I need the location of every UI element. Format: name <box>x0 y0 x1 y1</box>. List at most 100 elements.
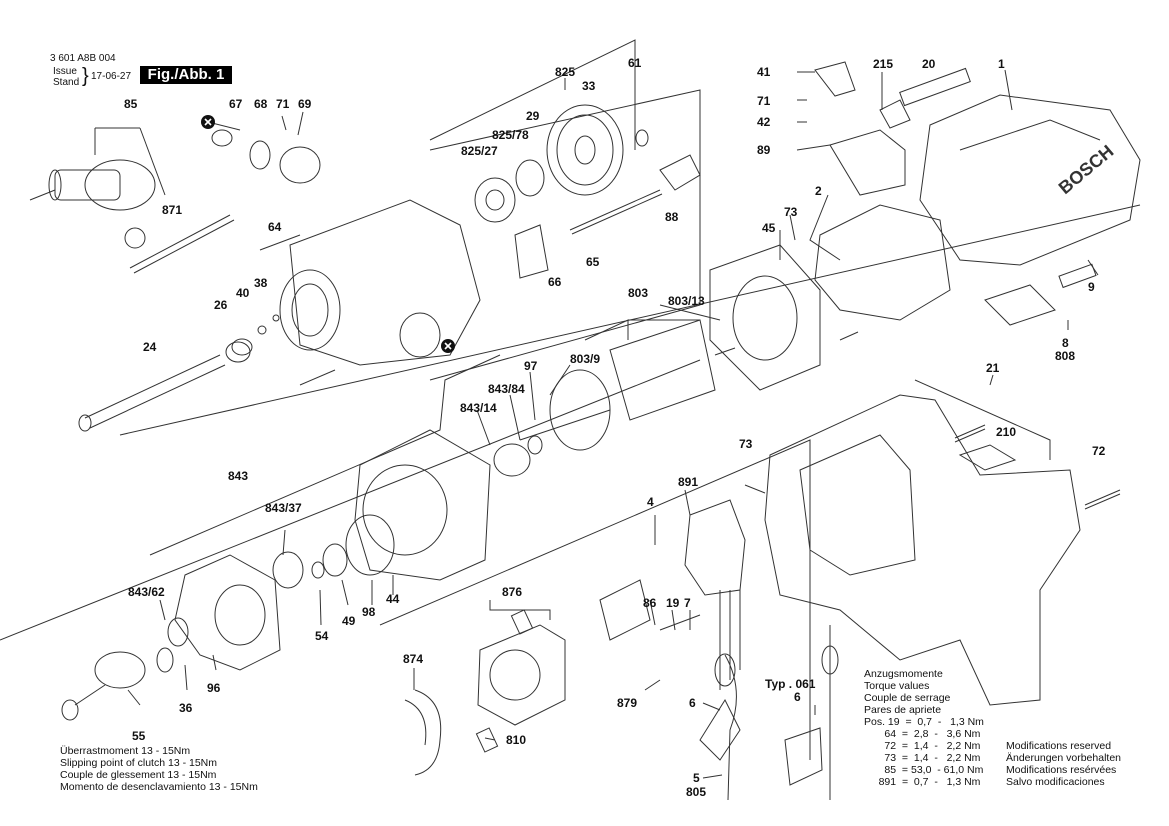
part-label[interactable]: 5 <box>693 771 700 785</box>
part-label[interactable]: 40 <box>236 286 250 300</box>
part-label[interactable]: 73 <box>784 205 798 219</box>
modifications-line: Modifications resérvées <box>1006 764 1117 776</box>
part-label[interactable]: 85 <box>124 97 138 111</box>
part-label[interactable]: 825/78 <box>492 128 529 142</box>
part-label[interactable]: 8 <box>1062 336 1069 350</box>
handle-housing-drawing <box>764 394 1081 706</box>
torque-row: 891 = 0,7 - 1,3 Nm <box>864 776 981 788</box>
part-label[interactable]: 210 <box>996 425 1017 439</box>
power-cord-drawing <box>699 653 741 801</box>
part-label[interactable]: 64 <box>268 220 282 234</box>
part-label[interactable]: 891 <box>678 475 699 489</box>
section-divider <box>0 359 701 641</box>
part-label[interactable]: 874 <box>403 652 424 666</box>
part-label[interactable]: 36 <box>179 701 193 715</box>
part-label[interactable]: 67 <box>229 97 243 111</box>
clutch-note-fr: Couple de glessement 13 - 15Nm <box>60 769 217 781</box>
part-label[interactable]: 66 <box>548 275 562 289</box>
part-label[interactable]: 843/84 <box>488 382 525 396</box>
armature-drawing <box>519 319 736 451</box>
part-label[interactable]: 843/62 <box>128 585 165 599</box>
part-label[interactable]: 7 <box>684 596 691 610</box>
part-label[interactable]: 843/14 <box>460 401 497 415</box>
part-label[interactable]: 805 <box>686 785 707 799</box>
power-cord-alt-drawing <box>784 625 839 800</box>
part-label[interactable]: 88 <box>665 210 679 224</box>
part-label[interactable]: 803/9 <box>570 352 601 366</box>
torque-heading: Torque values <box>864 680 930 692</box>
issue-brace: } <box>82 65 89 87</box>
switch-drawing <box>684 499 746 596</box>
part-label[interactable]: 871 <box>162 203 183 217</box>
part-label[interactable]: 42 <box>757 115 771 129</box>
part-label[interactable]: 69 <box>298 97 312 111</box>
section-frame <box>379 439 811 760</box>
torque-row: 85 = 53,0 - 61,0 Nm <box>864 764 984 776</box>
part-label[interactable]: 825/27 <box>461 144 498 158</box>
stand-label: Stand <box>53 77 80 88</box>
part-label[interactable]: 49 <box>342 614 356 628</box>
clutch-note-en: Slipping point of clutch 13 - 15Nm <box>60 757 218 769</box>
part-label[interactable]: 71 <box>276 97 290 111</box>
part-label[interactable]: 44 <box>386 592 400 606</box>
part-label[interactable]: 86 <box>643 596 657 610</box>
type-label: Typ . 061 <box>765 677 816 691</box>
issue-label: Issue <box>53 66 77 77</box>
clutch-pinion-drawing <box>61 651 146 721</box>
part-label[interactable]: 98 <box>362 605 376 619</box>
gear-drawing <box>546 104 624 196</box>
part-label[interactable]: 808 <box>1055 349 1076 363</box>
part-label[interactable]: 38 <box>254 276 268 290</box>
part-label[interactable]: 24 <box>143 340 157 354</box>
part-label[interactable]: 1 <box>998 57 1005 71</box>
part-label[interactable]: 89 <box>757 143 771 157</box>
motor-housing-drawing <box>919 94 1141 266</box>
brand-mark: BOSCH <box>1055 141 1118 198</box>
part-label[interactable]: 843 <box>228 469 249 483</box>
part-label[interactable]: 215 <box>873 57 894 71</box>
part-label[interactable]: 61 <box>628 56 642 70</box>
part-label[interactable]: 72 <box>1092 444 1106 458</box>
figure-label: Fig./Abb. 1 <box>140 66 232 84</box>
part-label[interactable]: 54 <box>315 629 329 643</box>
intermediate-flange-drawing <box>345 429 491 581</box>
part-label[interactable]: 843/37 <box>265 501 302 515</box>
gear-housing-drawing <box>279 199 481 366</box>
torque-heading: Pares de apriete <box>864 704 942 716</box>
part-label[interactable]: 879 <box>617 696 638 710</box>
part-label[interactable]: 20 <box>922 57 936 71</box>
drill-chuck-drawing <box>29 159 156 211</box>
part-label[interactable]: 26 <box>214 298 228 312</box>
torque-heading: Anzugsmomente <box>864 668 943 680</box>
part-label[interactable]: 97 <box>524 359 538 373</box>
part-label[interactable]: 55 <box>132 729 146 743</box>
part-label[interactable]: 6 <box>794 690 801 704</box>
clutch-housing-drawing <box>174 554 281 671</box>
part-label[interactable]: 876 <box>502 585 523 599</box>
part-label[interactable]: 96 <box>207 681 221 695</box>
part-label[interactable]: 29 <box>526 109 540 123</box>
part-label[interactable]: 33 <box>582 79 596 93</box>
part-label[interactable]: 6 <box>689 696 696 710</box>
part-label[interactable]: 2 <box>815 184 822 198</box>
part-label[interactable]: 41 <box>757 65 771 79</box>
part-label[interactable]: 4 <box>647 495 654 509</box>
part-label[interactable]: 65 <box>586 255 600 269</box>
part-label[interactable]: 825 <box>555 65 576 79</box>
doc-number: 3 601 A8B 004 <box>50 53 116 64</box>
part-label[interactable]: 19 <box>666 596 680 610</box>
part-label[interactable]: 71 <box>757 94 771 108</box>
part-label[interactable]: 803/13 <box>668 294 705 308</box>
part-label[interactable]: 45 <box>762 221 776 235</box>
field-coil-drawing <box>814 204 951 321</box>
part-label[interactable]: 810 <box>506 733 527 747</box>
part-label[interactable]: 803 <box>628 286 649 300</box>
torque-heading: Couple de serrage <box>864 692 951 704</box>
part-label[interactable]: 9 <box>1088 280 1095 294</box>
part-label[interactable]: 68 <box>254 97 268 111</box>
part-label[interactable]: 73 <box>739 437 753 451</box>
torque-row: Pos. 19 = 0,7 - 1,3 Nm <box>864 716 984 728</box>
modifications-line: Salvo modificaciones <box>1006 776 1105 788</box>
part-label[interactable]: 21 <box>986 361 1000 375</box>
